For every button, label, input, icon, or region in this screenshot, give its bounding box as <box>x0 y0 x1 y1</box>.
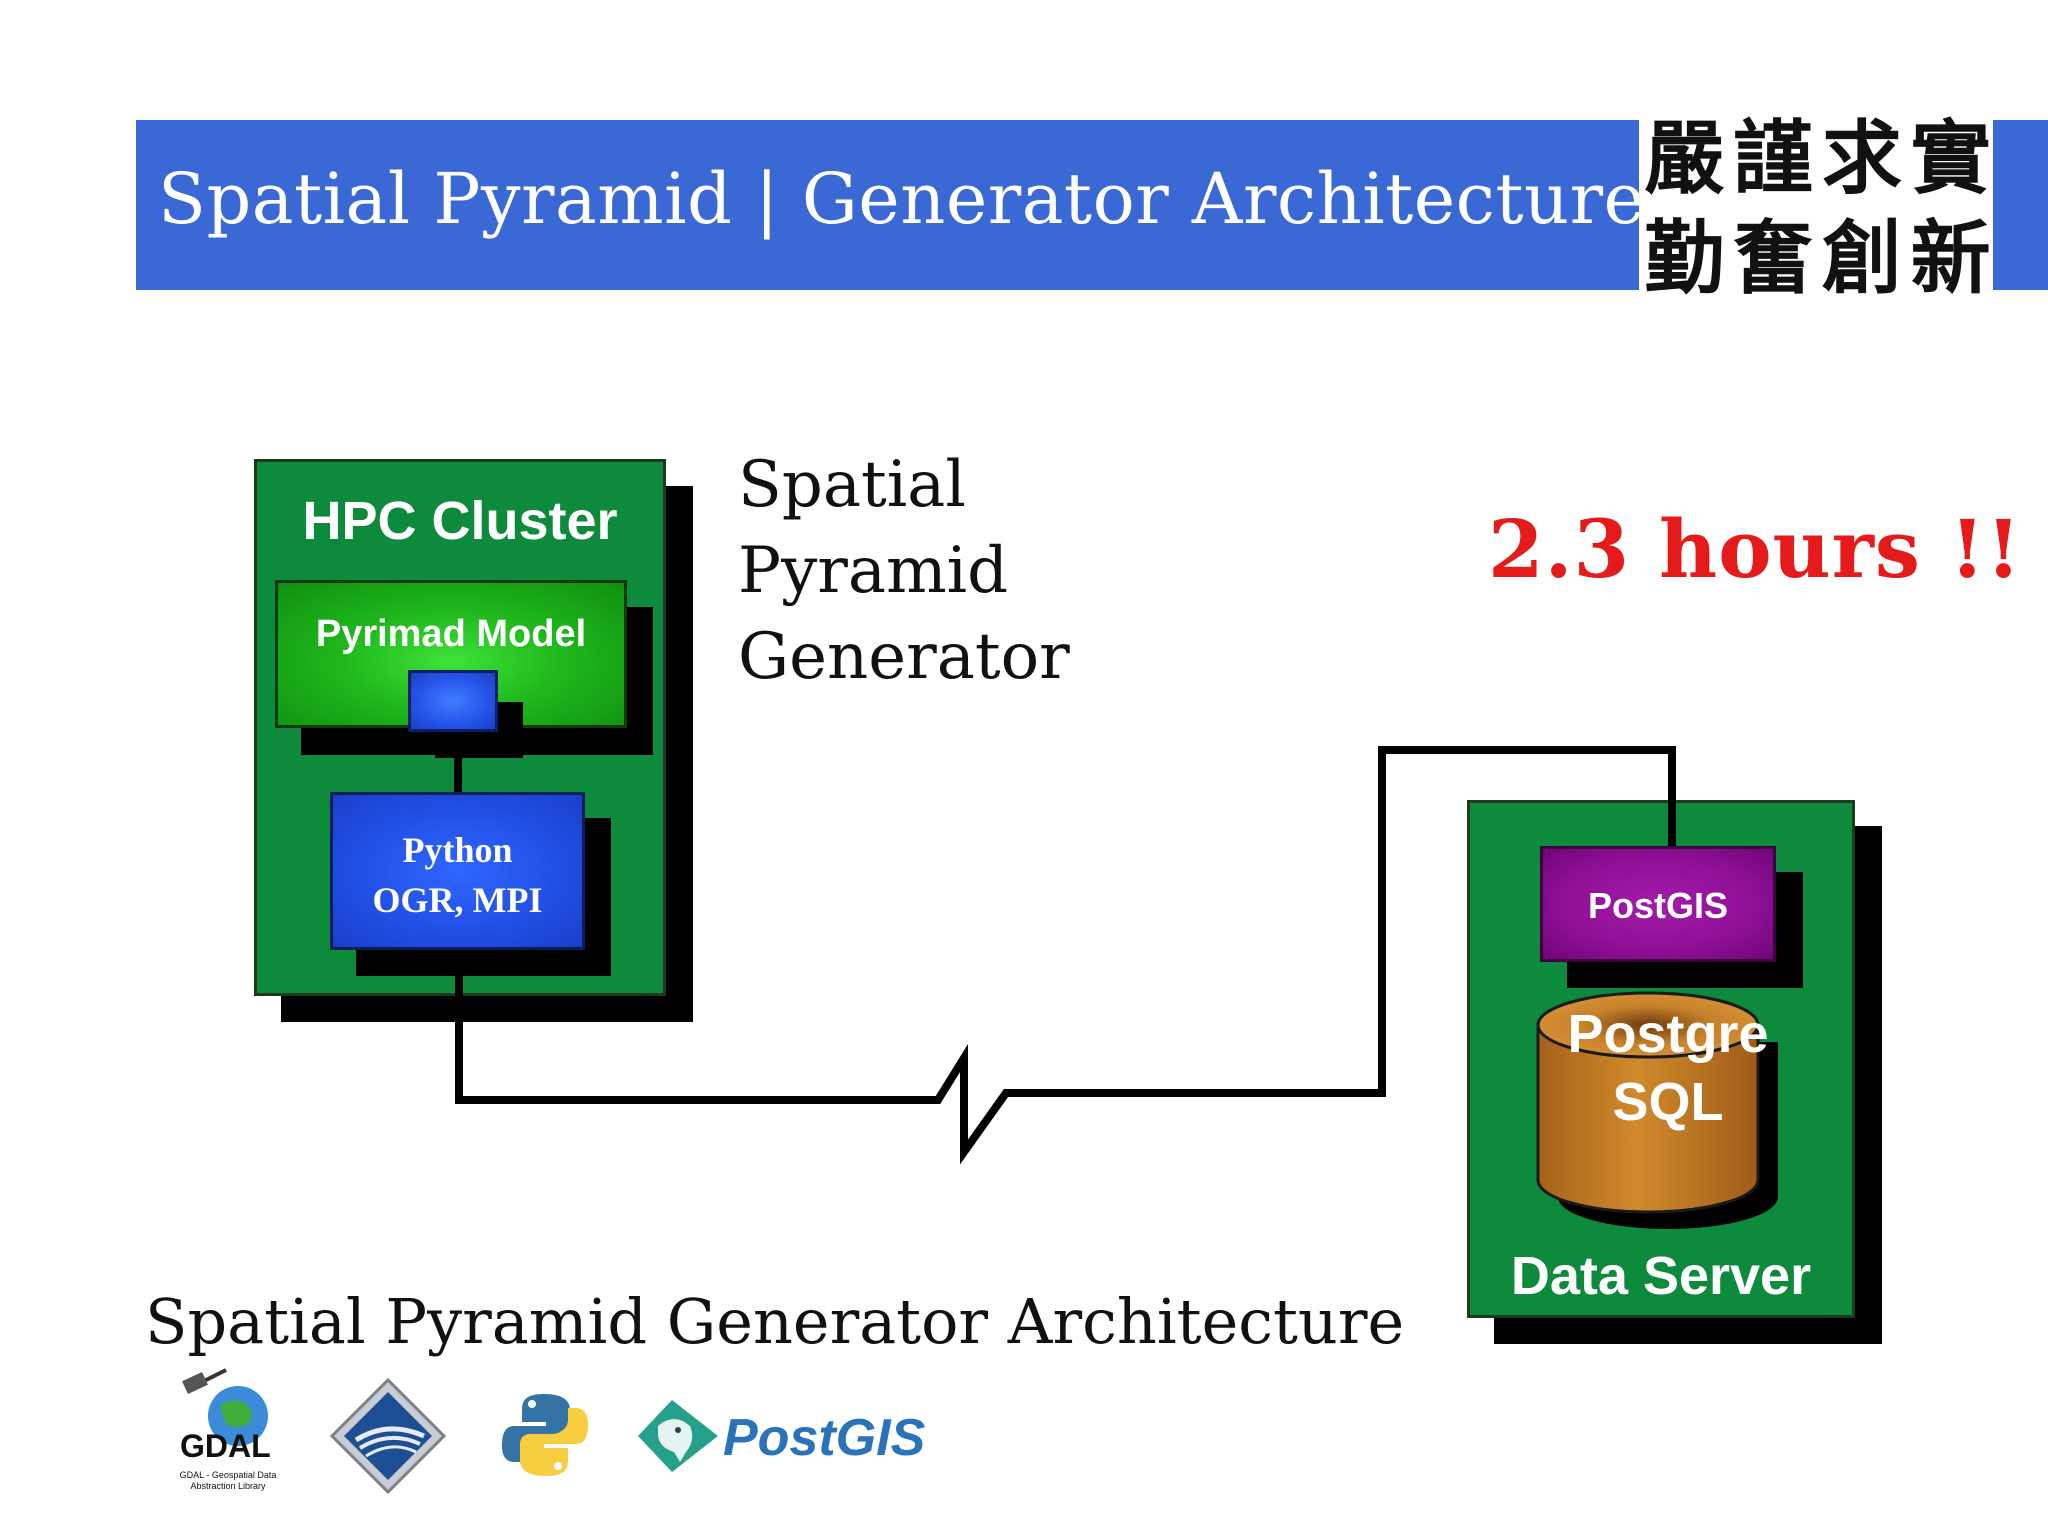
title-bar-edge <box>1993 120 2048 290</box>
python-box: Python OGR, MPI <box>330 792 585 950</box>
motto-char: 謹 <box>1733 111 1814 205</box>
timing-label: 2.3 hours !! <box>1488 502 2022 596</box>
postgis-logo-text: PostGIS <box>723 1409 926 1467</box>
postgis-elephant-icon <box>638 1400 718 1472</box>
python-line1: Python <box>402 830 513 870</box>
gdal-logo-text: GDAL <box>180 1428 271 1464</box>
db-top <box>1536 991 1760 1059</box>
python-logo-icon <box>502 1394 588 1476</box>
title-bar: Spatial Pyramid | Generator Architecture <box>136 120 1645 290</box>
python-line2: OGR, MPI <box>372 880 543 920</box>
connector-line <box>454 732 462 794</box>
motto-char: 創 <box>1821 211 1902 305</box>
database-cylinder <box>1536 991 1778 1229</box>
motto-char: 勤 <box>1644 211 1725 305</box>
slide-title: Spatial Pyramid | Generator Architecture <box>158 158 1646 240</box>
python-label: Python OGR, MPI <box>333 825 582 925</box>
globe-diamond-logo-icon <box>330 1378 446 1494</box>
motto-char: 求 <box>1821 111 1902 205</box>
postgis-box: PostGIS <box>1540 846 1776 962</box>
motto-char: 嚴 <box>1644 111 1725 205</box>
motto-char: 新 <box>1910 211 1991 305</box>
calligraphy-motto: 嚴 謹 求 實 勤 奮 創 新 <box>1640 110 1995 310</box>
model-core-box <box>408 670 498 732</box>
db-line2: SQL <box>1612 1072 1724 1132</box>
db-line1: Postgre <box>1567 1004 1769 1064</box>
diagram-side-title: Spatial Pyramid Generator <box>738 448 1070 694</box>
data-server-label: Data Server <box>1510 1246 1812 1306</box>
hpc-cluster-title: HPC Cluster <box>302 491 618 551</box>
connector-line <box>1668 750 1676 850</box>
network-link-line <box>455 746 1676 1165</box>
pyramid-model-label: Pyrimad Model <box>315 613 587 655</box>
postgis-label: PostGIS <box>1587 885 1729 926</box>
motto-char: 實 <box>1910 111 1991 205</box>
database-label: Postgre SQL <box>1530 1000 1806 1136</box>
motto-char: 奮 <box>1733 211 1814 305</box>
gdal-logo-icon <box>182 1368 268 1446</box>
gdal-logo-subtitle: GDAL - Geospatial Data Abstraction Libra… <box>179 1470 277 1491</box>
db-body <box>1536 1023 1760 1214</box>
diagram-caption: Spatial Pyramid Generator Architecture <box>145 1285 1405 1358</box>
